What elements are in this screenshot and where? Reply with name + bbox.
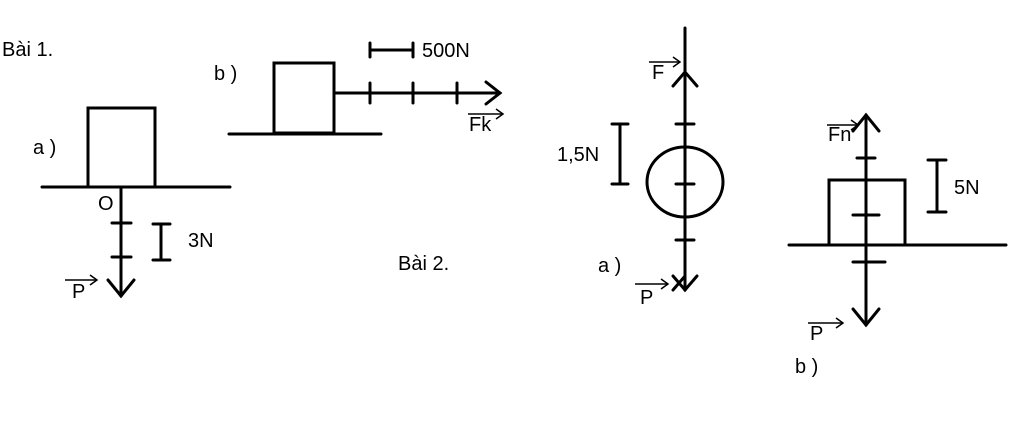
bai2-b-arrowhead-down [851,307,881,328]
bai1-a-vector-head [89,274,99,286]
bai1-a-block [86,106,157,189]
bai2-a-vector-head-down [660,278,670,290]
bai2-a-arrowhead-down [671,274,699,293]
bai1-b-arrowhead [484,80,503,106]
bai2-b-scale-label: 5N [954,177,980,199]
bai2-a-vector-head-up [672,56,682,68]
bai2-a-force-up-label: F [652,62,664,84]
bai2-b-force-down-label: P [810,323,823,345]
bai1-b-block [272,61,336,135]
bai1-a-scale-label: 3N [188,230,214,252]
bai2-a-scale-label: 1,5N [557,144,599,166]
bai2-a-ball [645,145,725,219]
bai1-a-arrowhead [106,278,136,299]
bai1-title: Bài 1. [2,39,53,61]
bai1-b-force-label: Fk [469,114,492,136]
bai2-b-vector-head-up [850,119,860,131]
bai2-a-force-down-label: P [640,287,653,309]
bai1-b-vector-head [495,108,505,120]
bai2-b-vector-head-down [835,317,845,329]
bai1-b-label: b ) [214,63,237,85]
bai1-b-scale-label: 500N [422,40,470,62]
bai2-b-force-up-label: Fn [828,124,851,146]
bai1-a-force-label: P [72,281,85,303]
bai2-a-arrowhead-up [671,69,699,88]
bai1-a-origin-label: O [98,193,114,215]
bai2-a-label: a ) [598,255,621,277]
bai2-title: Bài 2. [398,253,449,275]
bai2-b-label: b ) [795,356,818,378]
bai1-a-label: a ) [33,137,56,159]
bai2-a-arrowhead-down-left [671,271,687,292]
